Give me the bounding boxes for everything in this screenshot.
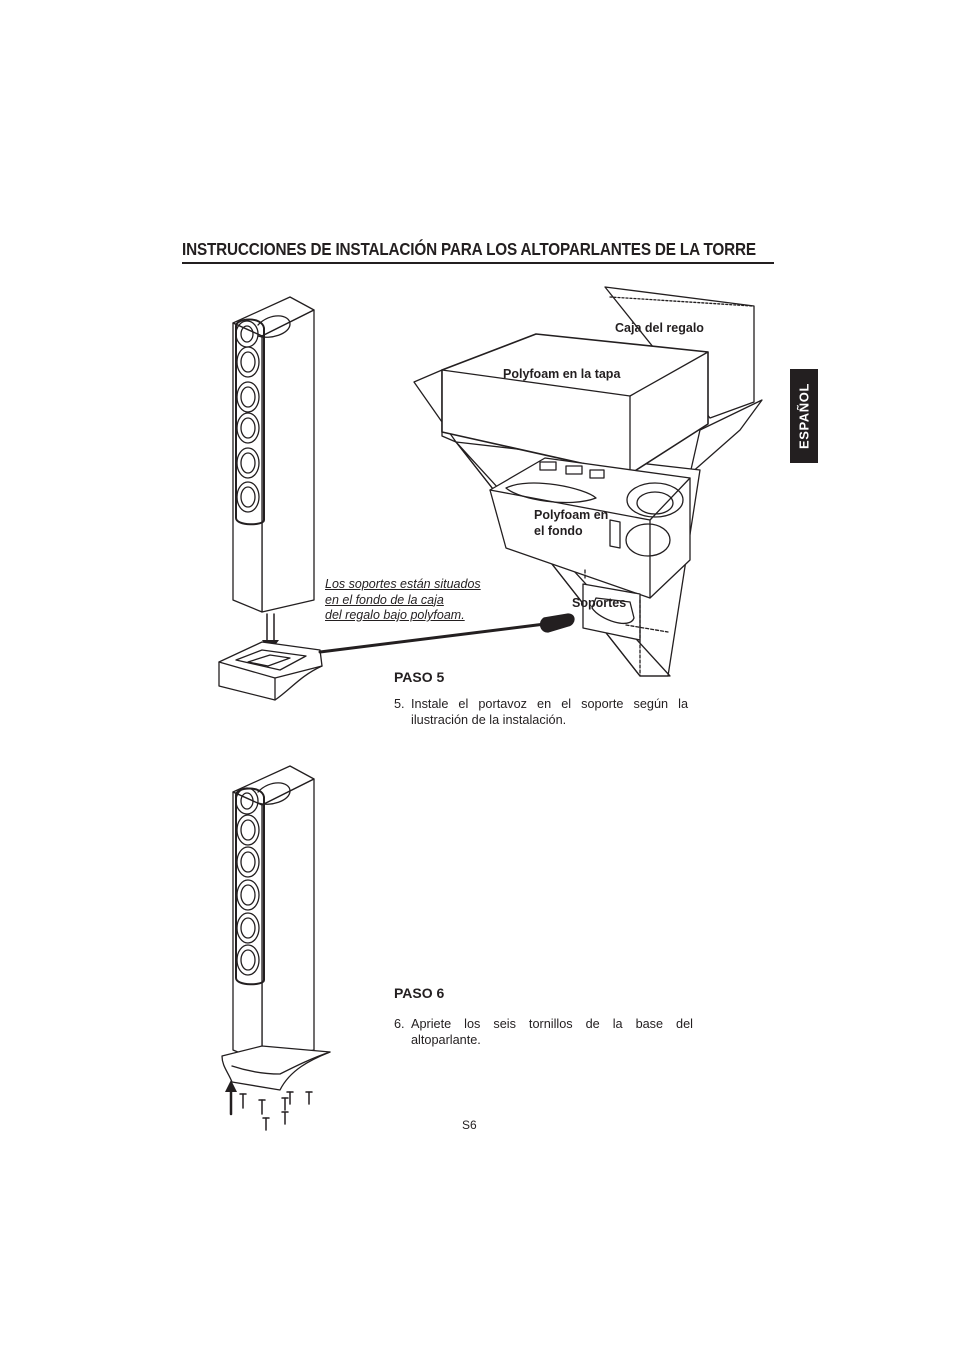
tower-speaker-illustration-1 [218,296,547,701]
note-line: Los soportes están situados [325,577,481,591]
step5-number: 5. [394,697,405,711]
label-lid-foam: Polyfoam en la tapa [503,367,621,381]
step6-title: PASO 6 [394,985,445,1001]
gift-box-illustration [413,286,763,677]
step5-title: PASO 5 [394,669,445,685]
label-bottom-foam-line2: el fondo [534,524,583,538]
step5-text: 5. Instale el portavoz en el soporte seg… [394,696,688,728]
note-line: en el fondo de la caja [325,592,444,607]
label-bottom-foam-line1: Polyfoam en [534,508,609,522]
language-tab: ESPAÑOL [790,369,818,463]
step6-text: 6. Apriete los seis tornillos de la base… [394,1016,693,1048]
step6-instruction: Apriete los seis tornillos de la base de… [411,1017,693,1047]
label-gift-box: Caja del regalo [615,321,704,335]
note-line: del regalo bajo polyfoam. [325,608,465,622]
step6-number: 6. [394,1017,405,1031]
label-stands: Soportes [572,596,627,610]
tower-speaker-illustration-2 [221,765,331,1131]
page-title: INSTRUCCIONES DE INSTALACIÓN PARA LOS AL… [182,239,756,259]
page-number: S6 [462,1118,477,1132]
step5-instruction: Instale el portavoz en el soporte según … [411,697,688,727]
title-underline [182,262,774,264]
stands-location-note: Los soportes están situados en el fondo … [325,577,481,624]
